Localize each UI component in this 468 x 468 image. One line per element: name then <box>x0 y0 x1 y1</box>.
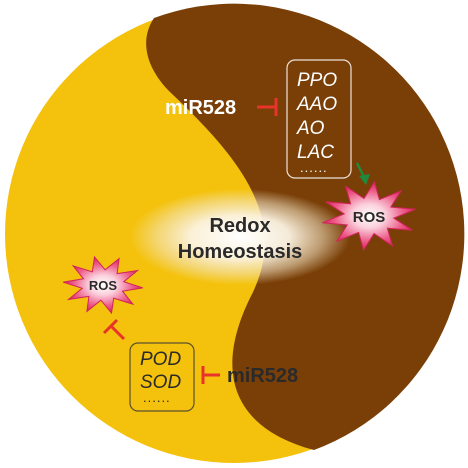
top-gene-2: AAO <box>296 94 337 115</box>
bottom-gene-ellipsis: ...... <box>143 390 171 405</box>
bottom-ros-burst <box>63 255 143 315</box>
bottom-ros-label: ROS <box>89 278 118 293</box>
top-gene-ellipsis: ...... <box>300 160 328 175</box>
top-ros-burst <box>322 180 416 252</box>
center-glow <box>130 189 350 285</box>
top-gene-3: AO <box>296 118 325 139</box>
center-label-line1: Redox <box>209 215 270 237</box>
bottom-ros-inhibition-bar <box>102 318 119 335</box>
top-mirna-label: miR528 <box>165 97 236 119</box>
top-gene-box <box>286 59 352 179</box>
center-label-line2: Homeostasis <box>178 241 303 263</box>
top-ros-label: ROS <box>353 209 386 226</box>
top-gene-4: LAC <box>297 142 334 163</box>
bottom-gene-2: SOD <box>140 372 181 393</box>
bottom-ros-inhibition-line <box>110 325 126 341</box>
bottom-gene-box <box>129 342 195 412</box>
top-gene-1: PPO <box>297 70 337 91</box>
top-activation-arrow <box>355 162 370 185</box>
bottom-gene-1: POD <box>140 349 181 370</box>
bottom-mirna-label: miR528 <box>227 365 298 387</box>
